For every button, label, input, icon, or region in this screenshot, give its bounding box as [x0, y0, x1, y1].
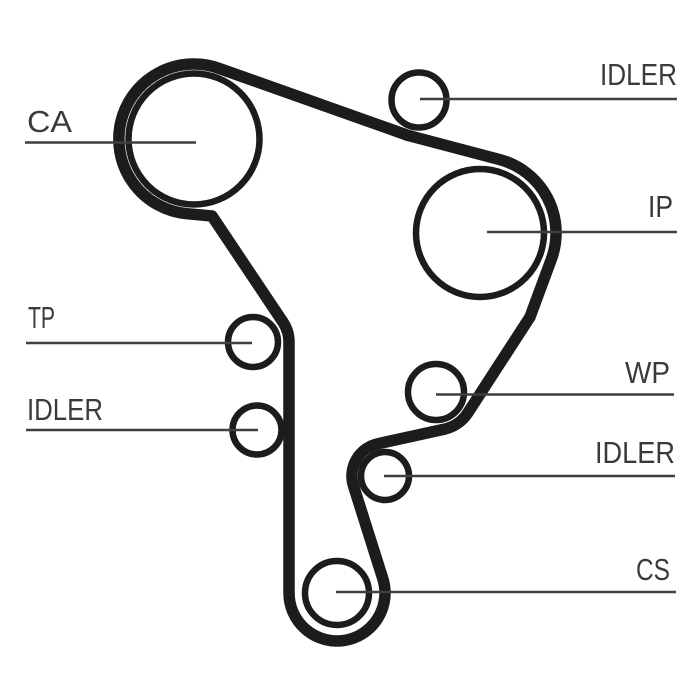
- pulley-circle-ca: [125, 70, 263, 208]
- pulley-label-wp: WP: [625, 355, 670, 390]
- pulley-label-idler-top: IDLER: [600, 57, 677, 92]
- pulley-label-cs: CS: [636, 552, 670, 587]
- pulley-label-idler-left: IDLER: [27, 392, 103, 427]
- pulley-label-ip: IP: [648, 189, 673, 224]
- pulley-label-tp: TP: [28, 300, 55, 335]
- pulley-label-idler-right: IDLER: [595, 435, 675, 470]
- timing-belt-path: [113, 58, 562, 647]
- pulley-circle-wp: [404, 360, 468, 424]
- pulley-label-ca: CA: [27, 104, 72, 139]
